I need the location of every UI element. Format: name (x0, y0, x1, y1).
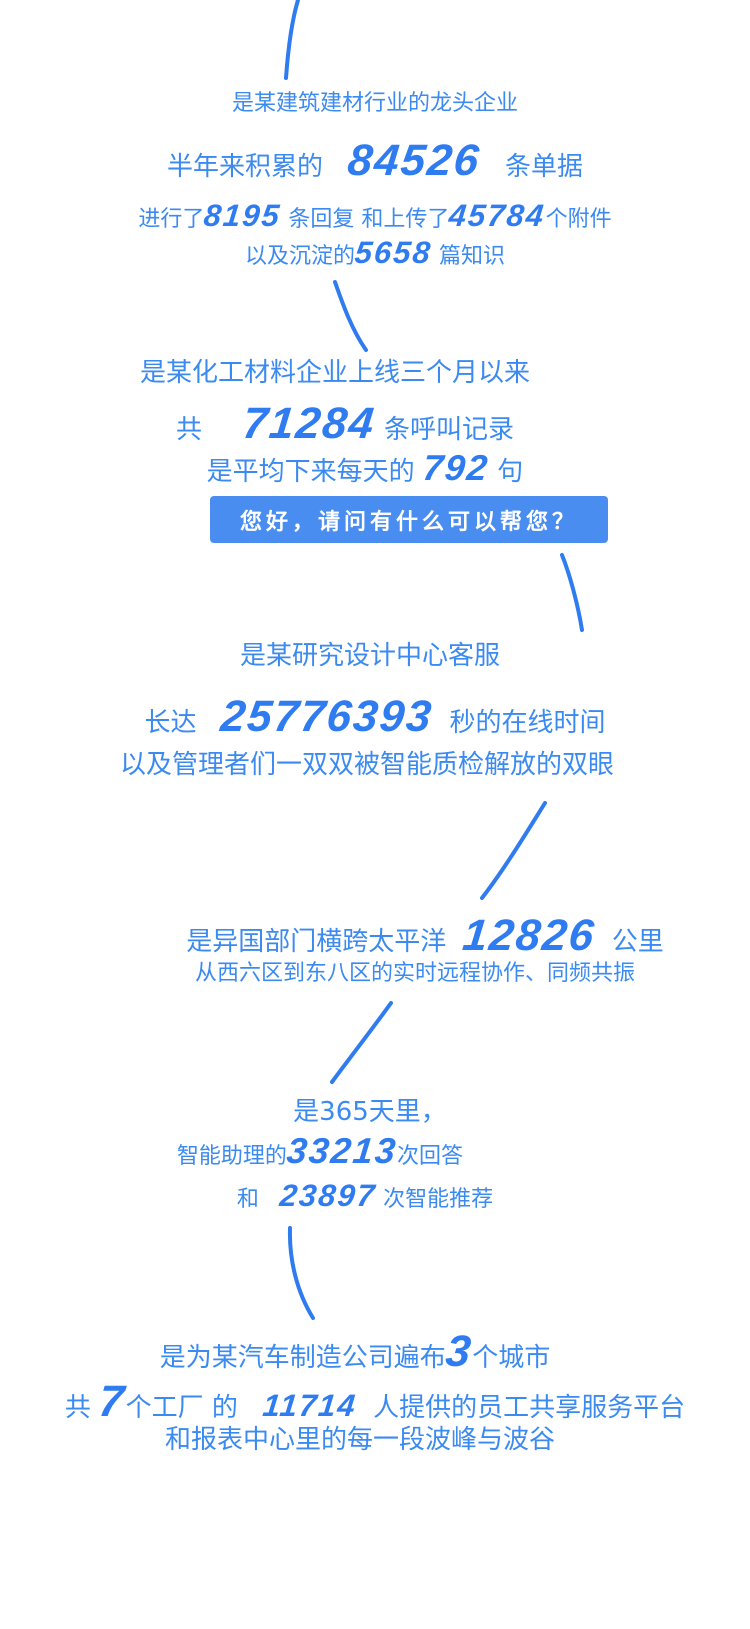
stat-documents: 84526 (345, 136, 483, 185)
section6-unit-2: 人提供的员工共享服务平台 (373, 1393, 686, 1423)
section2-unit: 条呼叫记录 (383, 415, 514, 445)
section3-line1: 是某研究设计中心客服 (0, 643, 745, 669)
stat-knowledge: 5658 (353, 235, 434, 270)
section4-label: 是异国部门横跨太平洋 (186, 927, 447, 957)
section3-text-3: 以及管理者们一双双被智能质检解放的双眼 (119, 750, 614, 780)
section5-unit-2: 次智能推荐 (383, 1187, 494, 1212)
section6-line3: 和报表中心里的每一段波峰与波谷 (0, 1427, 735, 1453)
section1-text-1: 是某建筑建材行业的龙头企业 (231, 91, 518, 116)
section6-label-2: 共 (64, 1393, 91, 1423)
connector-curve-3 (560, 553, 584, 632)
section1-line3: 进行了8195 条回复 和上传了45784个附件 (0, 198, 750, 233)
section5-line3: 和 23897 次智能推荐 (0, 1178, 740, 1213)
section6-label: 是为某汽车制造公司遍布 (159, 1343, 446, 1373)
stat-cities: 3 (443, 1327, 475, 1376)
section1-line4: 以及沉淀的5658 篇知识 (0, 235, 750, 270)
section4-line2: 从西六区到东八区的实时远程协作、同频共振 (40, 963, 750, 985)
section5-line1: 是365天里， (0, 1099, 745, 1125)
section1-line1: 是某建筑建材行业的龙头企业 (0, 93, 750, 115)
connector-curve-6 (287, 1226, 315, 1320)
stat-distance-km: 12826 (460, 911, 598, 960)
greeting-text: 您好，请问有什么可以帮您？ (239, 508, 578, 535)
stat-call-records: 71284 (240, 399, 379, 448)
greeting-chat-bubble: 您好，请问有什么可以帮您？ (210, 496, 608, 543)
section6-line2: 共 7个工厂 的 11714 人提供的员工共享服务平台 (0, 1377, 750, 1426)
stat-online-seconds: 25776393 (218, 692, 436, 741)
section5-text-1: 是365天里， (293, 1097, 447, 1127)
section6-label-3: 个工厂 的 (125, 1393, 238, 1423)
section2-line3: 是平均下来每天的 792 句 (0, 447, 740, 488)
section3-line3: 以及管理者们一双双被智能质检解放的双眼 (0, 752, 742, 778)
section1-label-2: 进行了 (138, 207, 205, 232)
connector-curve-4 (480, 801, 547, 900)
section4-text-2: 从西六区到东八区的实时远程协作、同频共振 (194, 961, 635, 986)
section4-line1: 是异国部门横跨太平洋 12826 公里 (50, 911, 750, 960)
connector-curve-1 (284, 0, 300, 80)
section2-line2: 共 71284 条呼叫记录 (0, 399, 720, 448)
section1-label-3: 条回复 和上传了 (288, 207, 450, 232)
section5-label-2: 和 (236, 1187, 259, 1212)
connector-curve-2 (333, 280, 368, 352)
section4-unit: 公里 (611, 927, 664, 957)
section5-label: 智能助理的 (176, 1144, 287, 1169)
section2-unit-2: 句 (497, 457, 524, 487)
section2-label: 共 (176, 415, 203, 445)
section3-line2: 长达 25776393 秒的在线时间 (0, 692, 750, 741)
stat-factories: 7 (96, 1377, 129, 1426)
stat-attachments: 45784 (447, 198, 548, 233)
section1-label: 半年来积累的 (167, 152, 324, 182)
section3-unit: 秒的在线时间 (449, 708, 606, 738)
section6-unit: 个城市 (472, 1343, 551, 1373)
section6-line1: 是为某汽车制造公司遍布3个城市 (0, 1327, 730, 1376)
section5-unit: 次回答 (397, 1144, 464, 1169)
stat-recommendations: 23897 (278, 1178, 378, 1213)
section1-line2: 半年来积累的 84526 条单据 (0, 136, 750, 185)
stat-employees: 11714 (260, 1388, 359, 1423)
section3-text-1: 是某研究设计中心客服 (239, 641, 500, 671)
stat-replies: 8195 (202, 198, 284, 233)
connector-curve-5 (330, 1001, 393, 1084)
section2-text-1: 是某化工材料企业上线三个月以来 (139, 358, 530, 388)
section1-unit-3: 篇知识 (438, 244, 505, 269)
stat-daily-sentences: 792 (420, 447, 492, 488)
section2-line1: 是某化工材料企业上线三个月以来 (0, 360, 710, 386)
section3-label: 长达 (144, 708, 197, 738)
section1-unit: 条单据 (504, 152, 583, 182)
section1-label-4: 以及沉淀的 (245, 244, 356, 269)
section2-label-2: 是平均下来每天的 (206, 457, 415, 487)
stat-assistant-answers: 33213 (284, 1130, 400, 1171)
section1-unit-2: 个附件 (545, 207, 612, 232)
section5-line2: 智能助理的33213次回答 (0, 1130, 695, 1171)
section6-text-3: 和报表中心里的每一段波峰与波谷 (164, 1425, 555, 1455)
